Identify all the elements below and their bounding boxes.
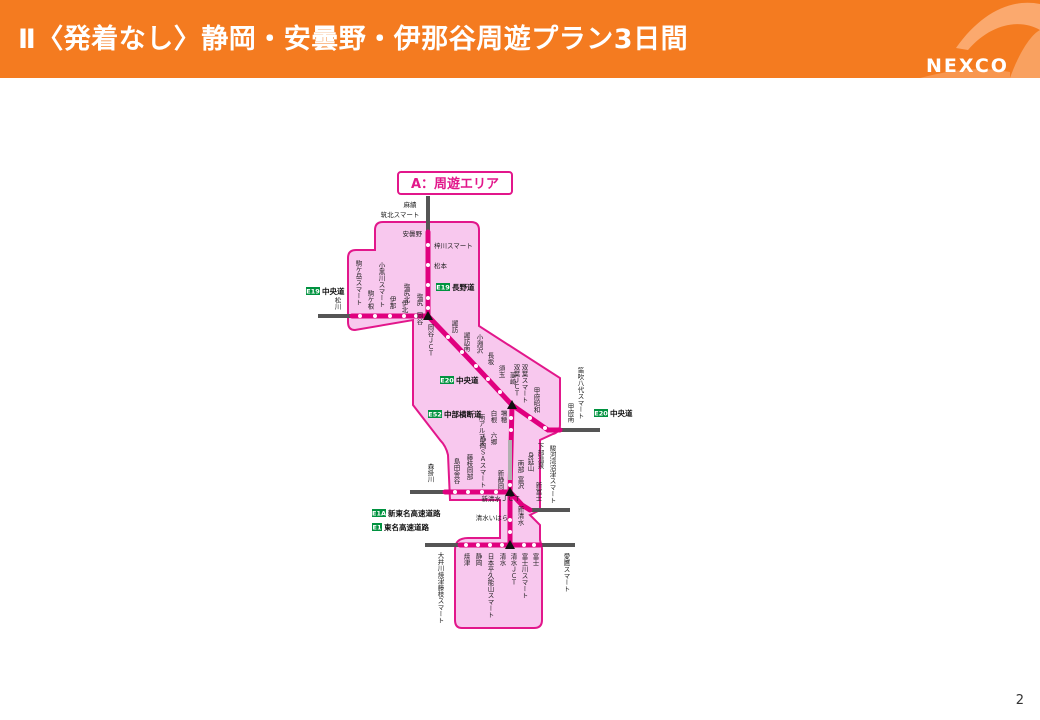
label-fujikawa: 富沢 <box>516 475 524 491</box>
logo-swoosh-icon <box>920 2 1040 78</box>
label-shimizu-jct: 清水ＪＣＴ <box>509 552 517 586</box>
label-minami-alps: 南アルプス <box>477 413 485 447</box>
svg-text:中部横断道: 中部横断道 <box>444 409 482 419</box>
label-shiojiri-kita: 塩尻北 <box>402 282 410 304</box>
interchange-dots <box>358 243 547 547</box>
label-futaba-smart: 双葉スマート <box>520 364 528 404</box>
nexco-logo: NEXCO <box>860 0 1040 78</box>
label-oigawa: 大井川焼津藤枝スマート <box>436 551 444 624</box>
header-bar: Ⅱ〈発着なし〉静岡・安曇野・伊那谷周遊プラン3日間 NEXCO <box>0 0 1040 78</box>
page-title: Ⅱ〈発着なし〉静岡・安曇野・伊那谷周遊プラン3日間 <box>18 24 689 55</box>
label-komagatake: 駒ケ岳スマート <box>354 259 362 306</box>
svg-text:新東名高速道路: 新東名高速道路 <box>388 508 441 518</box>
label-nirasaki: 韮崎 <box>508 371 516 386</box>
road-badge-e1: E1 東名高速道路 <box>372 522 429 532</box>
logo-text: NEXCO <box>926 55 1009 77</box>
label-kofu-minami: 甲府南 <box>566 403 574 423</box>
road-badge-e52: E52 中部横断道 <box>428 409 482 419</box>
label-asahi: 麻績 <box>404 200 418 209</box>
label-kobuchizawa: 小淵沢 <box>475 333 483 355</box>
svg-text:E19: E19 <box>436 284 450 292</box>
road-badge-e1a: E1A 新東名高速道路 <box>372 508 441 518</box>
label-shin-shimizu: 新清水 <box>516 505 524 526</box>
label-fuefuki-yatsushiro: 笛吹八代スマート <box>576 366 584 420</box>
label-shiojiri: 塩尻 <box>415 292 423 308</box>
svg-text:E52: E52 <box>428 411 442 419</box>
road-badge-e20-chuo-mid: E20 中央道 <box>440 375 479 385</box>
label-sutama: 須玉 <box>497 364 505 379</box>
label-mori-kakegawa: 森掛川 <box>426 462 434 483</box>
label-shimada-kanaya: 島田金谷 <box>452 457 460 486</box>
svg-text:E20: E20 <box>440 377 454 385</box>
label-kogurogawa: 小黒川スマート <box>377 261 385 308</box>
label-ashitaka: 愛鷹スマート <box>562 552 570 593</box>
page-number: 2 <box>1015 693 1024 708</box>
svg-text:E1: E1 <box>373 524 382 532</box>
label-shizuoka-sa: 静岡ＳＡスマート <box>478 435 486 489</box>
label-azusagawa: 梓川スマート <box>434 241 473 250</box>
label-ina: 伊那 <box>388 295 396 311</box>
svg-text:中央道: 中央道 <box>456 375 479 385</box>
horizontal-labels: 麻績 筑北スマート 安曇野 梓川スマート 松本 新清水ＪＣＴ 清水いはら <box>381 200 521 522</box>
outside-routes <box>318 196 600 547</box>
label-shimizu-ihara: 清水いはら <box>476 513 509 522</box>
label-nanbu: 南部 <box>516 459 524 475</box>
label-shimizu: 清水 <box>498 552 506 567</box>
label-suruga-wan-numazu: 駿河湾沼津スマート <box>548 444 556 504</box>
label-azumino: 安曇野 <box>403 229 423 238</box>
label-shimobe-onsen: 下部温泉 <box>536 443 544 470</box>
label-okaya: 岡谷 <box>415 312 423 327</box>
label-matsukawa: 松川 <box>333 296 341 311</box>
label-fujikawa-smart: 富士川スマート <box>520 552 528 599</box>
label-shin-shimizu-jct: 新清水ＪＣＴ <box>482 494 521 503</box>
label-shizuoka: 静岡 <box>474 552 482 568</box>
label-suwa-minami: 諏訪南 <box>462 331 470 352</box>
label-masuho: 増穂 <box>499 409 507 425</box>
vertical-labels: 塩尻北 塩尻 岡谷 伊北 伊那 駒ケ根 小黒川スマート 駒ケ岳スマート 松川 岡… <box>333 259 584 624</box>
label-yaizu: 焼津 <box>462 553 470 568</box>
label-fujieda-okabe: 藤枝岡部 <box>465 453 473 482</box>
label-nihondaira: 日本平久能山スマート <box>486 553 494 619</box>
label-ina-kita: 伊北 <box>400 299 408 315</box>
road-badge-e20-chuo-east: E20 中央道 <box>594 408 633 418</box>
label-futaba-jct: 双葉ＪＣＴ <box>512 364 520 397</box>
label-matsumoto: 松本 <box>434 261 448 270</box>
label-kofu-showa: 甲府昭和 <box>532 387 540 415</box>
label-shirane: 白根 <box>489 409 497 425</box>
label-suwa: 諏訪 <box>450 319 458 335</box>
label-rokugo: 六郷 <box>489 431 497 447</box>
svg-text:長野道: 長野道 <box>452 282 475 292</box>
road-badge-e19-nagano: E19 長野道 <box>436 282 475 292</box>
svg-text:E19: E19 <box>306 288 320 296</box>
svg-text:E1A: E1A <box>372 510 386 518</box>
svg-text:東名高速道路: 東名高速道路 <box>384 522 429 532</box>
road-badge-e19-chuo: E19 中央道 <box>306 286 345 296</box>
label-minobu-yamanaka: 身延山 <box>526 451 534 473</box>
jct-markers <box>423 311 517 549</box>
svg-text:E20: E20 <box>594 410 608 418</box>
label-nagasaka: 長坂 <box>486 352 494 367</box>
svg-text:中央道: 中央道 <box>322 286 345 296</box>
svg-text:中央道: 中央道 <box>610 408 633 418</box>
label-fuji: 富士 <box>531 552 539 567</box>
label-komagane: 駒ケ根 <box>366 289 374 311</box>
label-shin-fuji: 新富士 <box>534 481 542 502</box>
label-okaya-jct: 岡谷ＪＣＴ <box>426 324 434 357</box>
area-title-box <box>397 171 513 195</box>
label-chikuhoku: 筑北スマート <box>381 210 420 219</box>
label-shin-shizuoka: 新静岡 <box>496 469 504 491</box>
area-title: A：周遊エリア <box>411 176 499 192</box>
